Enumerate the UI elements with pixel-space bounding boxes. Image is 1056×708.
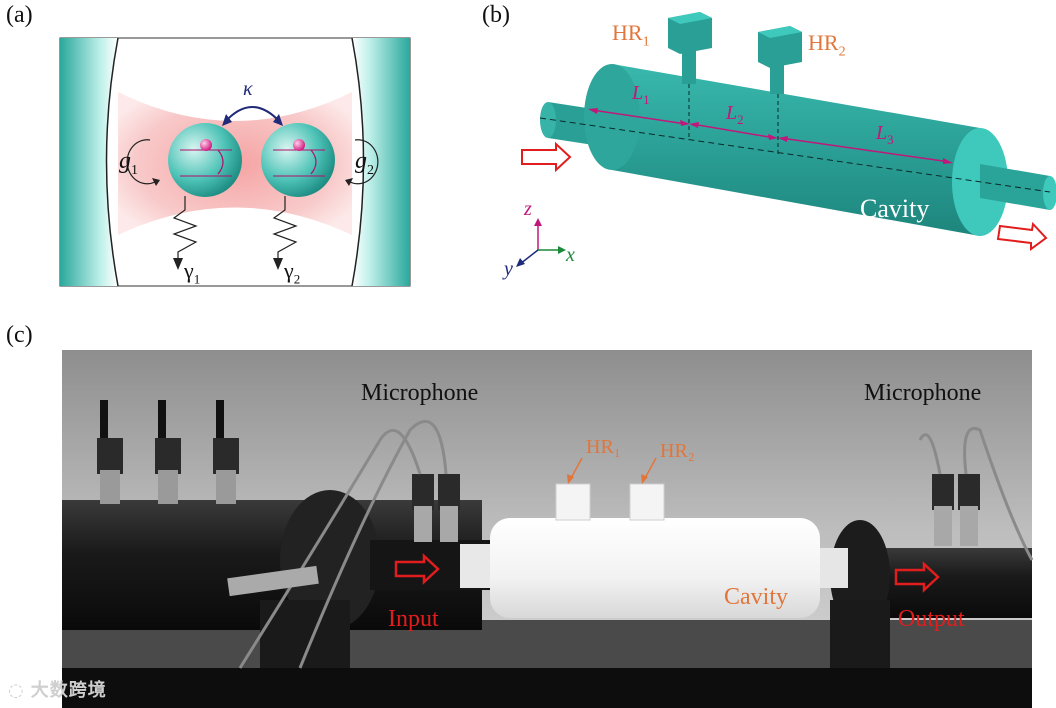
g2-label: g2 (355, 148, 374, 178)
hr1-block (555, 483, 591, 521)
g1-label: g1 (119, 148, 138, 178)
axis-z-label: z (524, 198, 532, 220)
hr2-label-photo: HR₂ (660, 440, 695, 462)
hr1-label: HR1 (612, 20, 650, 50)
kappa-arrow (224, 106, 281, 123)
cavity-cylinder (612, 64, 980, 236)
microphone-label-right: Microphone (864, 380, 982, 406)
panel-a-label: (a) (6, 2, 33, 28)
gamma1-decay (172, 196, 198, 262)
microphone-array-left (97, 400, 239, 504)
microphone-input (412, 474, 460, 542)
white-cavity (490, 518, 820, 618)
L2-label: L2 (726, 102, 744, 127)
g2-arrow (349, 139, 379, 185)
watermark: ◌大数跨境 (8, 680, 107, 701)
input-arrow-photo (394, 553, 440, 585)
axis-x-label: x (566, 244, 575, 266)
left-mirror (60, 38, 118, 286)
kappa-label: κ (243, 78, 253, 100)
axis-y-label: y (504, 258, 513, 280)
hr2-block (629, 483, 665, 521)
cavity-label-photo: Cavity (724, 584, 788, 610)
microphone-output (932, 474, 980, 546)
hr1-label-photo: HR₁ (586, 436, 621, 458)
L1-arrow (591, 109, 687, 125)
gamma2-decay (272, 196, 298, 262)
cavity-label-b: Cavity (860, 194, 930, 223)
output-flow-arrow (996, 221, 1048, 251)
L3-arrow (780, 137, 951, 163)
output-label: Output (898, 606, 965, 632)
gamma1-label: γ1 (184, 258, 201, 287)
panel-a-diagram (59, 37, 411, 287)
L2-arrow (691, 123, 776, 139)
resonator-sphere-2 (261, 123, 335, 197)
input-label: Input (388, 606, 439, 632)
panel-c-label: (c) (6, 322, 33, 348)
panel-b-diagram (516, 12, 1056, 267)
g1-arrow (126, 139, 156, 185)
hr2-label: HR2 (808, 30, 846, 60)
microphone-label-left: Microphone (361, 380, 479, 406)
L3-label: L3 (876, 122, 894, 147)
resonator-sphere-1 (168, 123, 242, 197)
output-pipe (980, 164, 1050, 210)
gamma2-label: γ2 (284, 258, 301, 287)
panel-b-label: (b) (482, 2, 510, 28)
L1-label: L1 (632, 82, 650, 107)
input-flow-arrow (521, 141, 572, 173)
right-mirror (352, 38, 410, 286)
output-arrow-photo (894, 561, 940, 593)
